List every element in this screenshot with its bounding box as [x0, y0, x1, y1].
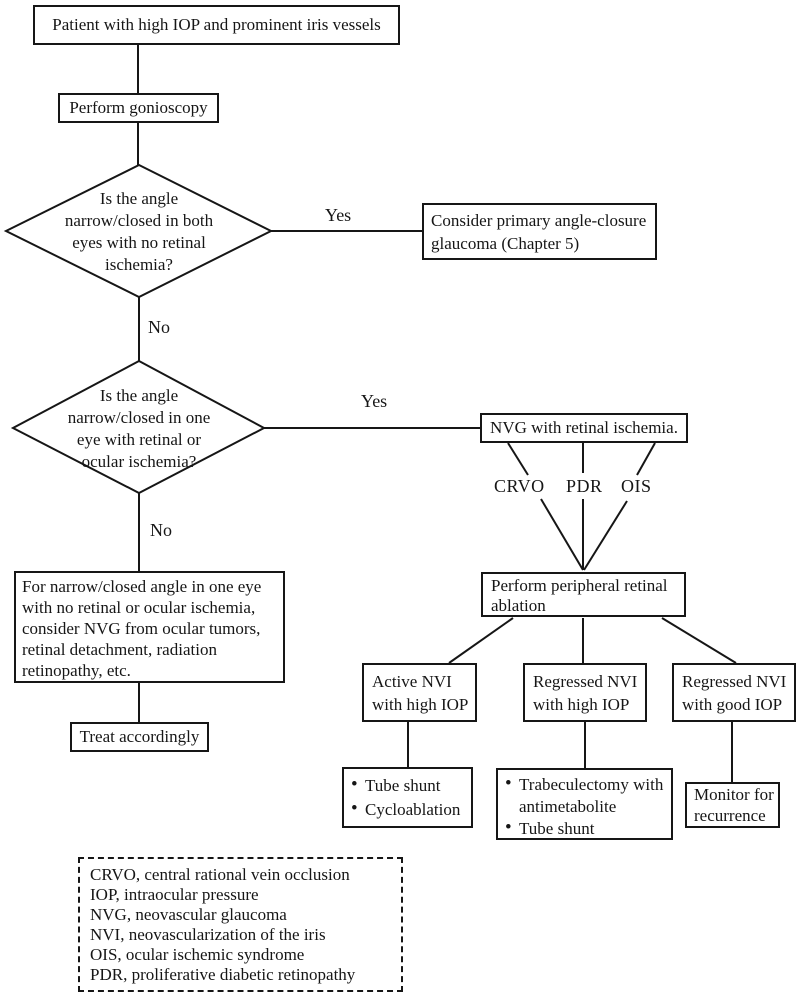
primary-acg-node: Consider primary angle-closure glaucoma … — [422, 203, 657, 260]
nvg-ischemia-node: NVG with retinal ischemia. — [480, 413, 688, 443]
tube-cyclo-item: Cycloablation — [350, 797, 465, 822]
tube-cyclo-item: Tube shunt — [350, 773, 465, 798]
treat-node: Treat accordingly — [70, 722, 209, 752]
edge-label-no-2: No — [150, 520, 172, 540]
tube-cyclo-node: Tube shunt Cycloablation — [342, 767, 473, 828]
legend-line: NVG, neovascular glaucoma — [90, 905, 287, 924]
gonioscopy-node: Perform gonioscopy — [58, 93, 219, 123]
nvg-ischemia-node-label: NVG with retinal ischemia. — [490, 418, 678, 437]
abbreviation-legend: CRVO, central rational vein occlusion IO… — [78, 857, 403, 992]
patient-node-label: Patient with high IOP and prominent iris… — [52, 15, 381, 34]
cause-label-pdr: PDR — [566, 476, 603, 496]
edge-label-yes-2: Yes — [361, 391, 388, 411]
regressed-good-iop-node: Regressed NVI with good IOP — [672, 663, 796, 722]
legend-line: CRVO, central rational vein occlusion — [90, 865, 350, 884]
cause-label-crvo: CRVO — [494, 476, 545, 496]
ablation-node: Perform peripheral retinal ablation — [481, 572, 686, 617]
trabeculectomy-item: Tube shunt — [504, 817, 665, 840]
no-ischemia-note-node: For narrow/closed angle in one eye with … — [14, 571, 285, 683]
patient-node: Patient with high IOP and prominent iris… — [33, 5, 400, 45]
decision-one-eye-text: Is the angle narrow/closed in one eye wi… — [67, 386, 211, 471]
decision-diamond-one-eye — [10, 359, 267, 495]
regressed-high-iop-node: Regressed NVI with high IOP — [523, 663, 647, 722]
decision-diamond-both-eyes — [3, 163, 274, 299]
monitor-node: Monitor for recurrence — [685, 782, 780, 828]
active-nvi-node: Active NVI with high IOP — [362, 663, 477, 722]
cause-label-ois: OIS — [621, 476, 652, 496]
treat-node-label: Treat accordingly — [79, 727, 200, 746]
trabeculectomy-node: Trabeculectomy with antimetabolite Tube … — [496, 768, 673, 840]
legend-line: OIS, ocular ischemic syndrome — [90, 945, 305, 964]
legend-line: NVI, neovascularization of the iris — [90, 925, 326, 944]
legend-line: IOP, intraocular pressure — [90, 885, 259, 904]
gonioscopy-node-label: Perform gonioscopy — [69, 98, 208, 117]
legend-line: PDR, proliferative diabetic retinopathy — [90, 965, 356, 984]
decision-both-eyes-text: Is the angle narrow/closed in both eyes … — [64, 189, 214, 274]
edge-label-yes-1: Yes — [325, 205, 352, 225]
trabeculectomy-item: Trabeculectomy with antimetabolite — [504, 773, 665, 818]
edge-label-no-1: No — [148, 317, 170, 337]
